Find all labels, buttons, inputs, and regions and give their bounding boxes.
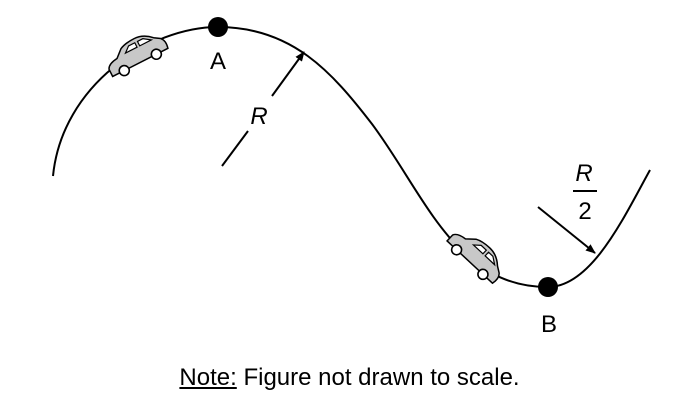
note-text: Figure not drawn to scale. xyxy=(236,364,520,391)
point-b-dot xyxy=(538,277,558,297)
radius-arrow-top xyxy=(271,51,305,97)
radius-label-bottom-denominator: 2 xyxy=(578,198,591,225)
note-prefix: Note: xyxy=(179,364,237,391)
point-a-dot xyxy=(208,17,228,37)
point-b-label: B xyxy=(541,311,557,338)
radius-label-bottom-numerator: R xyxy=(575,160,592,187)
track-curve xyxy=(52,25,651,289)
point-a-label: A xyxy=(210,48,226,75)
figure-note: Note: Figure not drawn to scale. xyxy=(0,364,699,392)
radius-arrow-top-tail xyxy=(221,130,249,167)
radius-label-top: R xyxy=(250,103,267,130)
radius-arrow-bottom xyxy=(537,206,596,254)
car-top xyxy=(100,25,172,82)
